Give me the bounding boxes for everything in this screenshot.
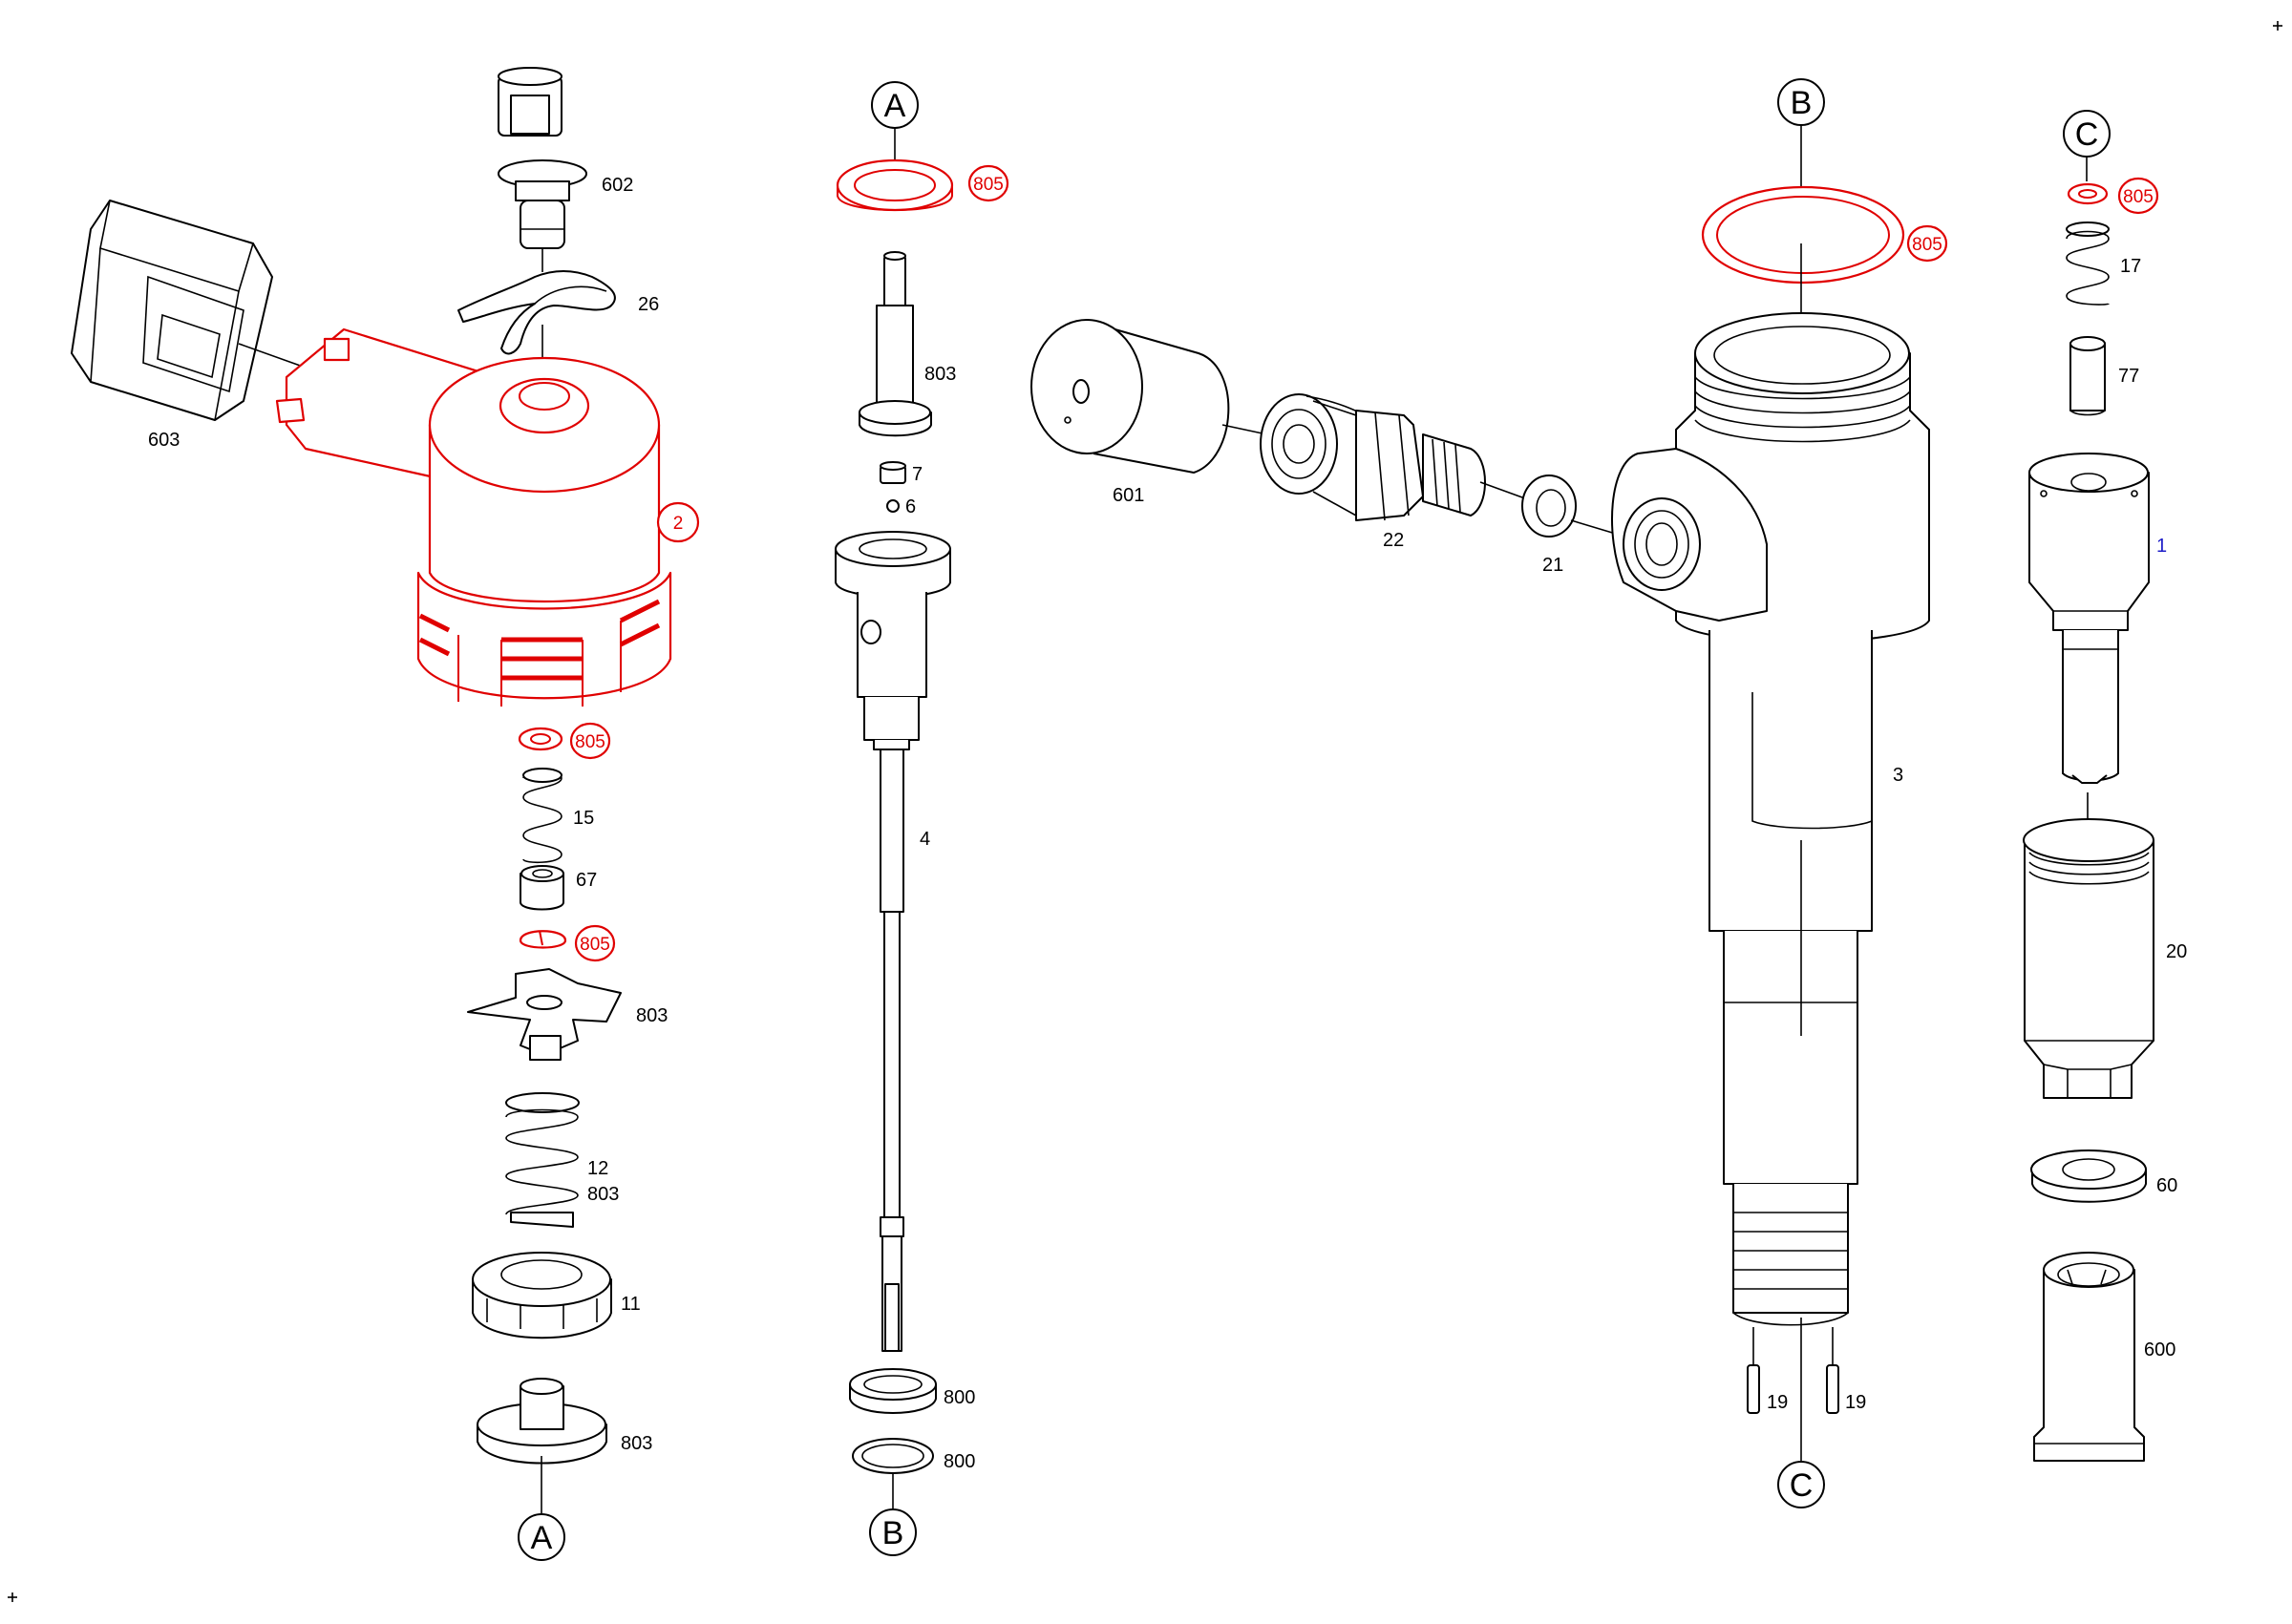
- part-20-nozzle-nut: [2023, 818, 2154, 1099]
- label-20: 20: [2166, 941, 2187, 962]
- part-800-ring-upper: [849, 1368, 937, 1414]
- part-805-ring-top: [518, 727, 563, 751]
- label-800-lower: 800: [944, 1451, 975, 1472]
- part-805-ring-mid: [519, 930, 567, 949]
- svg-text:C: C: [1790, 1467, 1814, 1504]
- label-26: 26: [638, 294, 659, 315]
- label-805-callout-4: 805: [1906, 224, 1948, 263]
- part-803-armature-plate: [467, 968, 622, 1061]
- ref-marker-c-top: C: [2063, 110, 2111, 158]
- part-22-connector: [1260, 393, 1486, 521]
- svg-text:C: C: [2075, 116, 2099, 153]
- label-603: 603: [148, 430, 180, 451]
- label-803-seat: 803: [621, 1433, 652, 1454]
- label-805-callout-1: 805: [569, 722, 611, 760]
- part-12-spring: [505, 1092, 580, 1228]
- part-602-connector: [498, 67, 587, 249]
- label-805-callout-2: 805: [574, 924, 616, 962]
- part-26-clip: [457, 270, 616, 355]
- ref-marker-b-top: B: [1777, 78, 1825, 126]
- label-6: 6: [905, 496, 916, 517]
- part-2-magnet-valve: [275, 327, 672, 707]
- registration-mark-top-right: [2273, 21, 2282, 31]
- label-12: 12: [587, 1158, 608, 1179]
- label-7: 7: [912, 464, 923, 485]
- part-1-nozzle: [2028, 453, 2150, 784]
- label-803-pin: 803: [924, 364, 956, 385]
- label-600: 600: [2144, 1339, 2175, 1360]
- svg-text:805: 805: [580, 935, 610, 955]
- part-60-washer: [2030, 1149, 2147, 1203]
- label-17: 17: [2120, 256, 2141, 277]
- part-77-spacer: [2069, 336, 2106, 416]
- part-3-injector-body: [1611, 312, 1930, 1326]
- part-11-nut: [472, 1252, 612, 1339]
- label-2-callout: 2: [656, 501, 700, 543]
- label-805-callout-5: 805: [2117, 177, 2159, 215]
- label-602: 602: [602, 175, 633, 196]
- svg-text:B: B: [882, 1515, 904, 1551]
- label-11: 11: [621, 1294, 641, 1315]
- part-600-sleeve: [2033, 1252, 2145, 1462]
- label-19-right: 19: [1845, 1392, 1866, 1413]
- label-67: 67: [576, 870, 597, 891]
- label-77: 77: [2118, 366, 2139, 387]
- part-67-sleeve: [520, 865, 564, 911]
- svg-text:805: 805: [575, 732, 605, 752]
- label-15: 15: [573, 808, 594, 829]
- ref-marker-b-bottom: B: [869, 1508, 917, 1556]
- svg-text:A: A: [531, 1520, 553, 1556]
- part-805-ring-body: [1701, 185, 1905, 285]
- svg-text:805: 805: [973, 175, 1004, 195]
- label-601: 601: [1113, 485, 1144, 506]
- ref-marker-c-bottom: C: [1777, 1461, 1825, 1508]
- registration-mark-bottom-left: [8, 1592, 17, 1602]
- part-805-ring-nozzle: [2067, 182, 2109, 205]
- svg-text:805: 805: [1912, 235, 1942, 255]
- ref-marker-a-bottom: A: [518, 1513, 565, 1561]
- label-19-left: 19: [1767, 1392, 1788, 1413]
- part-601-cap: [1030, 319, 1230, 474]
- part-603-cap: [71, 200, 273, 421]
- svg-text:A: A: [884, 88, 906, 124]
- part-21-sealing-ring: [1521, 475, 1577, 538]
- label-1: 1: [2156, 536, 2167, 557]
- part-19-pin-right: [1826, 1364, 1839, 1414]
- part-6-ball: [886, 499, 900, 513]
- part-803-seat: [477, 1378, 607, 1465]
- part-800-ring-lower: [852, 1438, 934, 1474]
- label-803-spring: 803: [587, 1184, 619, 1205]
- label-4: 4: [920, 829, 930, 850]
- part-805-ring-col2: [836, 158, 954, 212]
- svg-text:2: 2: [673, 514, 684, 534]
- svg-text:B: B: [1791, 85, 1813, 121]
- part-4-push-rod: [880, 749, 904, 1352]
- label-22: 22: [1383, 530, 1404, 551]
- label-800-upper: 800: [944, 1387, 975, 1408]
- part-valve-piece: [835, 531, 951, 750]
- label-60: 60: [2156, 1175, 2177, 1196]
- part-7-ball-guide: [880, 461, 906, 484]
- part-17-spring: [2066, 221, 2110, 306]
- part-19-pin-left: [1747, 1364, 1760, 1414]
- label-3: 3: [1893, 765, 1903, 786]
- label-805-callout-3: 805: [967, 164, 1009, 202]
- part-15-spring: [522, 768, 562, 864]
- ref-marker-a-top: A: [871, 81, 919, 129]
- part-803-pin: [859, 251, 932, 437]
- label-21: 21: [1542, 555, 1563, 576]
- label-803-plate: 803: [636, 1005, 668, 1026]
- svg-text:805: 805: [2123, 187, 2154, 207]
